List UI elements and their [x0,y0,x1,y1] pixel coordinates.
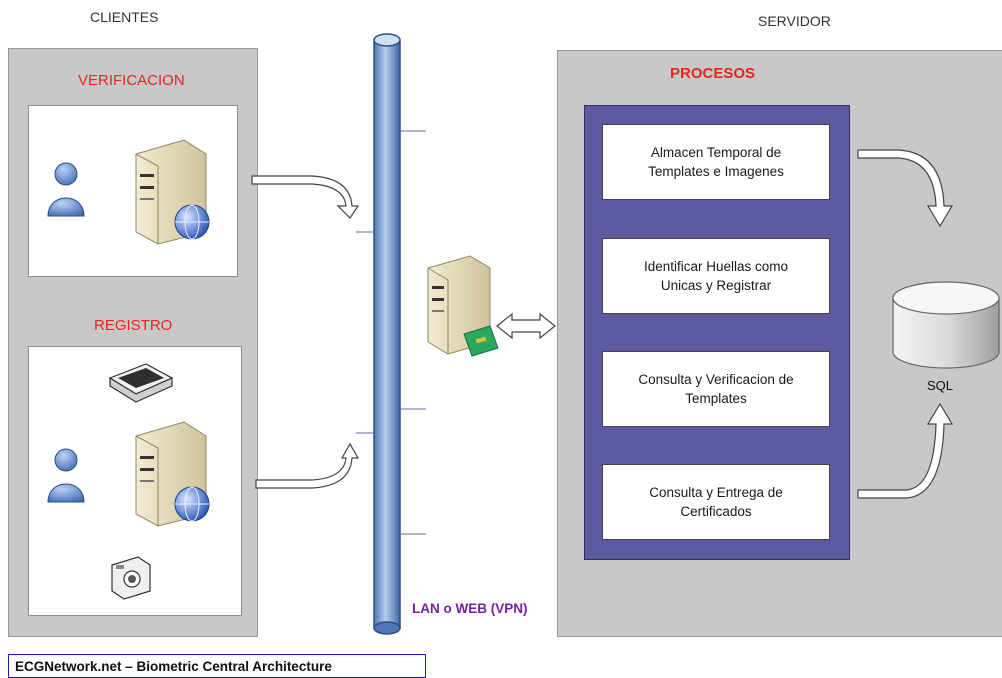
footer-caption-text: ECGNetwork.net – Biometric Central Archi… [15,659,332,674]
arrow-verification-to-network [251,175,360,219]
process-identify-fingerprints-label: Identificar Huellas como Unicas y Regist… [643,259,789,293]
registration-box [28,346,242,616]
sql-label: SQL [927,378,954,393]
process-template-verification: Consulta y Verificacion de Templates [602,351,830,427]
process-template-verification-label: Consulta y Verificacion de Templates [638,372,794,406]
network-label: LAN o WEB (VPN) [412,601,528,616]
clients-heading: CLIENTES [90,9,159,25]
process-temporary-storage: Almacen Temporal de Templates e Imagenes [602,124,830,200]
process-identify-fingerprints: Identificar Huellas como Unicas y Regist… [602,238,830,314]
registration-title: REGISTRO [94,317,173,334]
server-heading: SERVIDOR [758,13,831,29]
network-pipe [356,33,426,635]
arrow-registration-to-network [255,442,360,489]
double-arrow-network-server [496,312,556,340]
process-certificate-delivery: Consulta y Entrega de Certificados [602,464,830,540]
verification-title: VERIFICACION [78,72,185,89]
verification-box [28,105,238,277]
network-server-icon [427,255,499,357]
processes-title: PROCESOS [670,65,756,82]
process-temporary-storage-label: Almacen Temporal de Templates e Imagenes [648,145,784,179]
footer-caption: ECGNetwork.net – Biometric Central Archi… [8,654,426,678]
process-certificate-delivery-label: Consulta y Entrega de Certificados [649,485,783,519]
